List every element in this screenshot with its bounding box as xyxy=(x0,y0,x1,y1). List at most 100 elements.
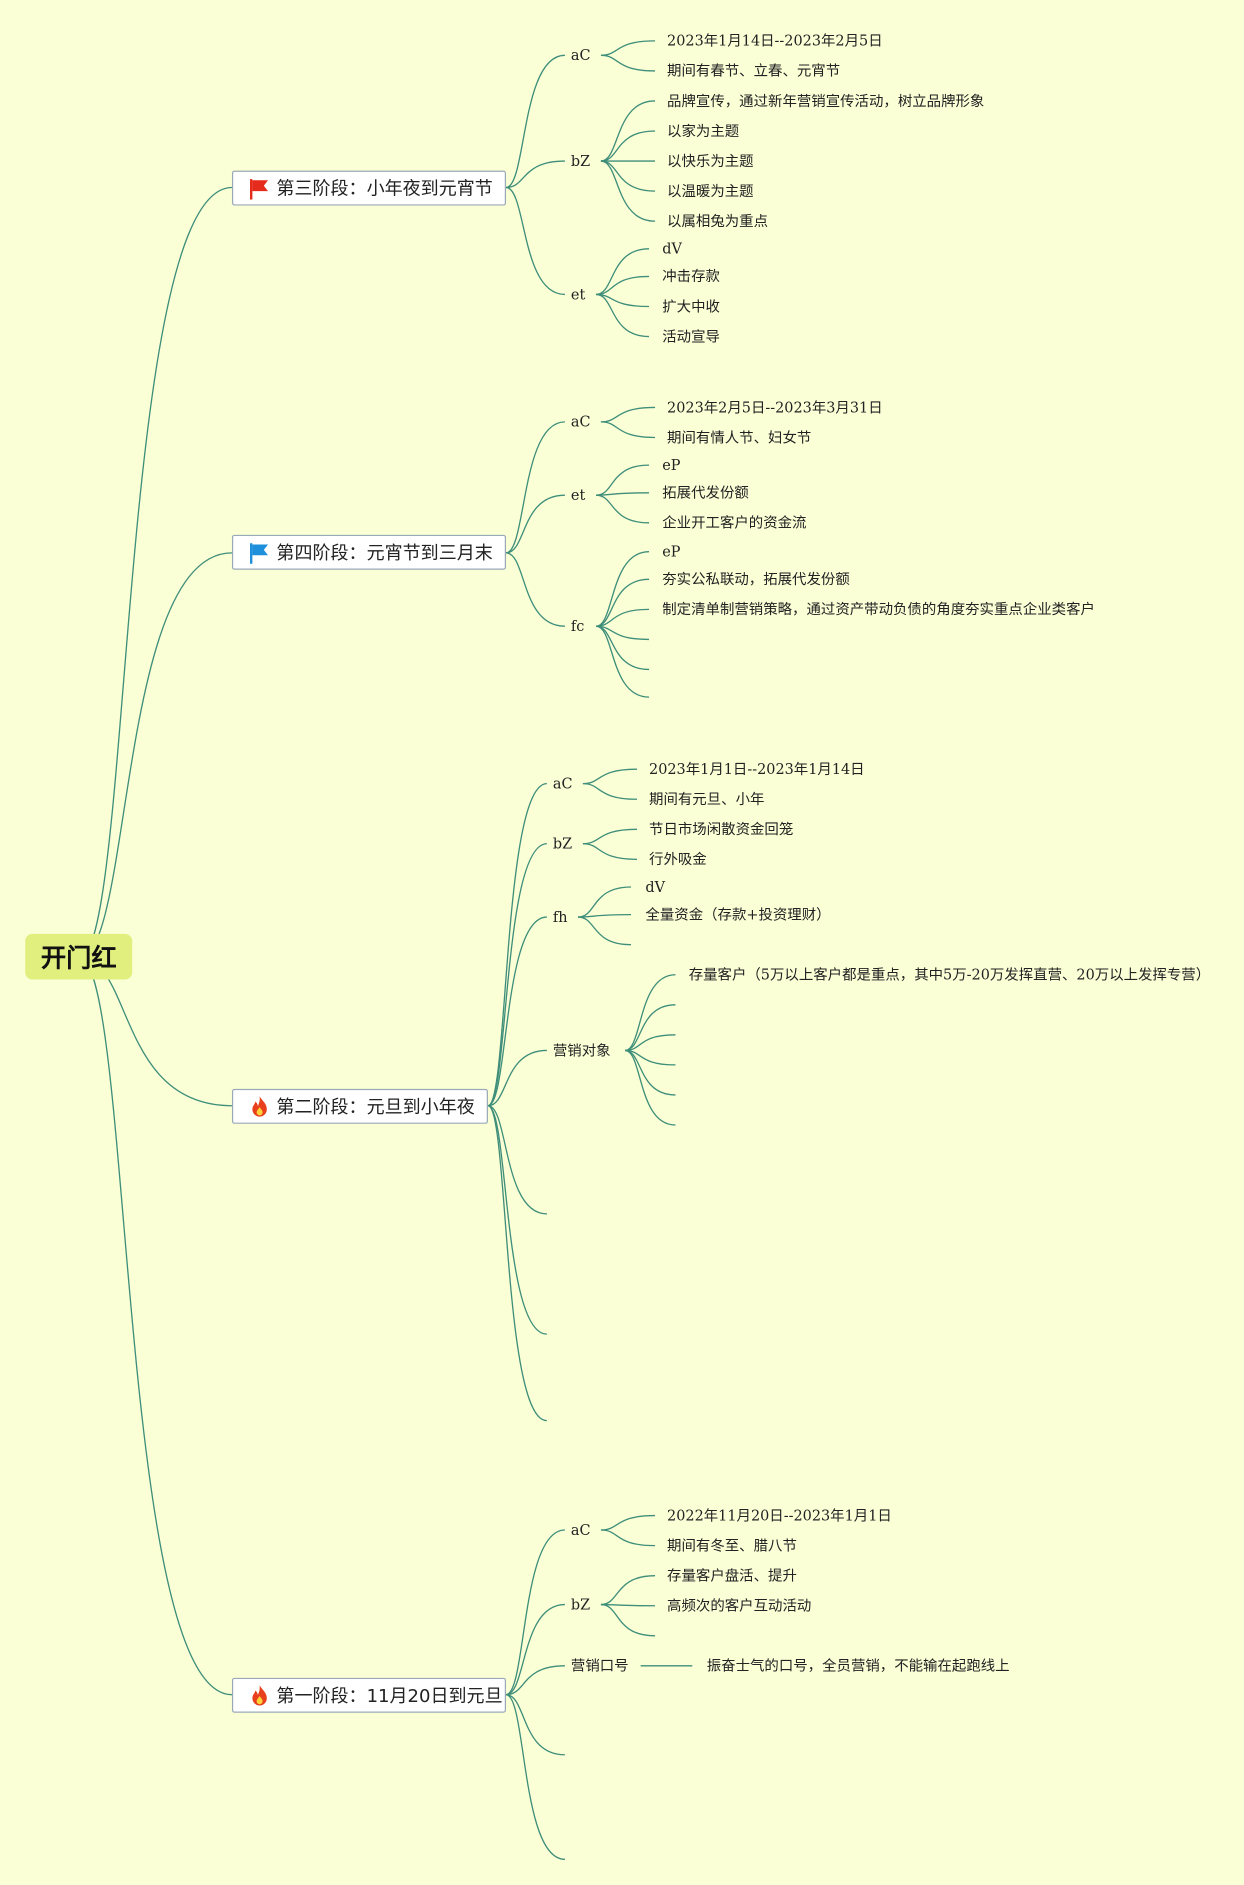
leaf-item[interactable]: 企业开工客户的资金流 xyxy=(662,514,807,532)
branch-label[interactable]: aC xyxy=(570,46,591,64)
root-node[interactable]: 开门红 xyxy=(25,933,133,980)
connector xyxy=(600,1603,656,1607)
leaf-item[interactable]: 高频次的客户互动活动 xyxy=(667,1597,812,1615)
connector xyxy=(79,957,232,1696)
connector xyxy=(505,494,565,554)
leaf-item[interactable]: 以快乐为主题 xyxy=(667,152,754,170)
leaf-item[interactable]: 期间有冬至、腊八节 xyxy=(667,1537,797,1555)
leaf-item[interactable]: 制定清单制营销策略，通过资产带动负债的角度夯实重点企业类客户 xyxy=(662,600,1095,618)
leaf-item[interactable]: dV xyxy=(645,878,666,896)
branch-label[interactable]: fh xyxy=(552,908,568,926)
connector xyxy=(624,1049,676,1126)
connector xyxy=(505,421,565,554)
leaf-item[interactable]: 2022年11月20日--2023年1月1日 xyxy=(667,1507,892,1525)
connector xyxy=(596,248,650,296)
leaf-item[interactable]: 存量客户（5万以上客户都是重点，其中5万-20万发挥直营、20万以上发挥专营） xyxy=(688,966,1211,984)
connector xyxy=(505,160,565,189)
blue-flag-icon xyxy=(248,540,272,564)
connector xyxy=(600,421,656,439)
branch-label[interactable]: 营销口号 xyxy=(570,1657,629,1675)
connector xyxy=(596,275,650,296)
connector xyxy=(505,1603,565,1696)
branch-label[interactable]: et xyxy=(570,486,586,504)
leaf-item[interactable]: 期间有春节、立春、元宵节 xyxy=(667,62,841,80)
fire-icon xyxy=(248,1094,272,1118)
connector xyxy=(600,130,656,162)
connector xyxy=(600,1529,656,1547)
branch-label[interactable]: fc xyxy=(570,617,585,635)
connector xyxy=(487,1105,547,1422)
connector xyxy=(596,464,650,496)
leaf-item[interactable]: eP xyxy=(662,543,681,561)
connector xyxy=(487,843,547,1107)
branch-label[interactable]: bZ xyxy=(570,152,591,170)
leaf-item[interactable]: 以属相兔为重点 xyxy=(667,212,769,230)
stage-title: 第四阶段：元宵节到三月末 xyxy=(276,542,493,564)
leaf-item[interactable]: 振奋士气的口号，全员营销，不能输在起跑线上 xyxy=(706,1657,1010,1675)
connector xyxy=(505,1694,565,1861)
leaf-item[interactable]: eP xyxy=(662,456,681,474)
connector xyxy=(582,768,638,785)
leaf-item[interactable]: 品牌宣传，通过新年营销宣传活动，树立品牌形象 xyxy=(667,92,985,110)
connector xyxy=(596,494,650,524)
connector xyxy=(487,782,547,1107)
leaf-item[interactable]: 2023年1月1日--2023年1月14日 xyxy=(649,760,865,778)
connector xyxy=(505,54,565,189)
connector xyxy=(582,828,638,845)
connector xyxy=(600,100,656,162)
leaf-item[interactable]: 以家为主题 xyxy=(667,122,740,140)
leaf-item[interactable]: 行外吸金 xyxy=(649,850,707,868)
connector xyxy=(505,1694,565,1756)
connector xyxy=(505,186,565,296)
branch-label[interactable]: et xyxy=(570,286,586,303)
branch-label[interactable]: aC xyxy=(570,1521,591,1539)
connector xyxy=(596,578,650,627)
connector xyxy=(487,916,547,1107)
leaf-item[interactable]: 扩大中收 xyxy=(662,298,720,315)
leaf-item[interactable]: 拓展代发份额 xyxy=(662,484,749,502)
connector xyxy=(624,974,676,1052)
branch-label[interactable]: 营销对象 xyxy=(552,1042,611,1059)
connector xyxy=(600,1575,656,1606)
leaf-item[interactable]: 节日市场闲散资金回笼 xyxy=(649,820,794,838)
leaf-item[interactable]: 全量资金（存款+投资理财） xyxy=(645,906,831,924)
leaf-item[interactable]: 冲击存款 xyxy=(662,268,720,285)
stage-title: 第二阶段：元旦到小年夜 xyxy=(276,1096,475,1118)
connector xyxy=(578,886,631,918)
stage-node-4[interactable]: 第四阶段：元宵节到三月末 xyxy=(231,534,506,570)
root-label: 开门红 xyxy=(40,943,117,973)
red-flag-icon xyxy=(248,176,272,200)
stage-node-2[interactable]: 第二阶段：元旦到小年夜 xyxy=(231,1088,488,1124)
connector xyxy=(578,916,631,946)
leaf-item[interactable]: 2023年1月14日--2023年2月5日 xyxy=(667,32,883,50)
stage-title: 第三阶段：小年夜到元宵节 xyxy=(276,177,493,200)
connector xyxy=(596,293,650,338)
connector xyxy=(600,406,656,423)
leaf-item[interactable]: 存量客户盘活、提升 xyxy=(667,1567,797,1585)
connector xyxy=(600,160,656,192)
leaf-item[interactable]: 以温暖为主题 xyxy=(667,182,754,200)
leaf-item[interactable]: 期间有元旦、小年 xyxy=(649,790,765,808)
leaf-item[interactable]: dV xyxy=(662,240,682,258)
connector xyxy=(79,957,232,1107)
connector xyxy=(600,1603,656,1637)
branch-label[interactable]: bZ xyxy=(570,1596,591,1613)
leaf-item[interactable]: 夯实公私联动，拓展代发份额 xyxy=(662,570,850,588)
connector xyxy=(595,625,650,698)
connector xyxy=(487,1105,547,1215)
branch-label[interactable]: aC xyxy=(552,775,573,793)
connector xyxy=(487,1105,547,1335)
leaf-item[interactable]: 期间有情人节、妇女节 xyxy=(667,429,812,446)
connector xyxy=(624,1034,676,1052)
leaf-item[interactable]: 活动宣导 xyxy=(662,328,720,345)
branch-label[interactable]: bZ xyxy=(552,835,573,853)
stage-node-3[interactable]: 第三阶段：小年夜到元宵节 xyxy=(231,170,506,206)
branch-label[interactable]: aC xyxy=(570,413,591,431)
stage-node-1[interactable]: 第一阶段：11月20日到元旦 xyxy=(231,1677,506,1713)
connector xyxy=(582,843,638,861)
leaf-item[interactable]: 2023年2月5日--2023年3月31日 xyxy=(667,399,883,416)
connector xyxy=(600,54,656,72)
connector xyxy=(596,293,650,308)
